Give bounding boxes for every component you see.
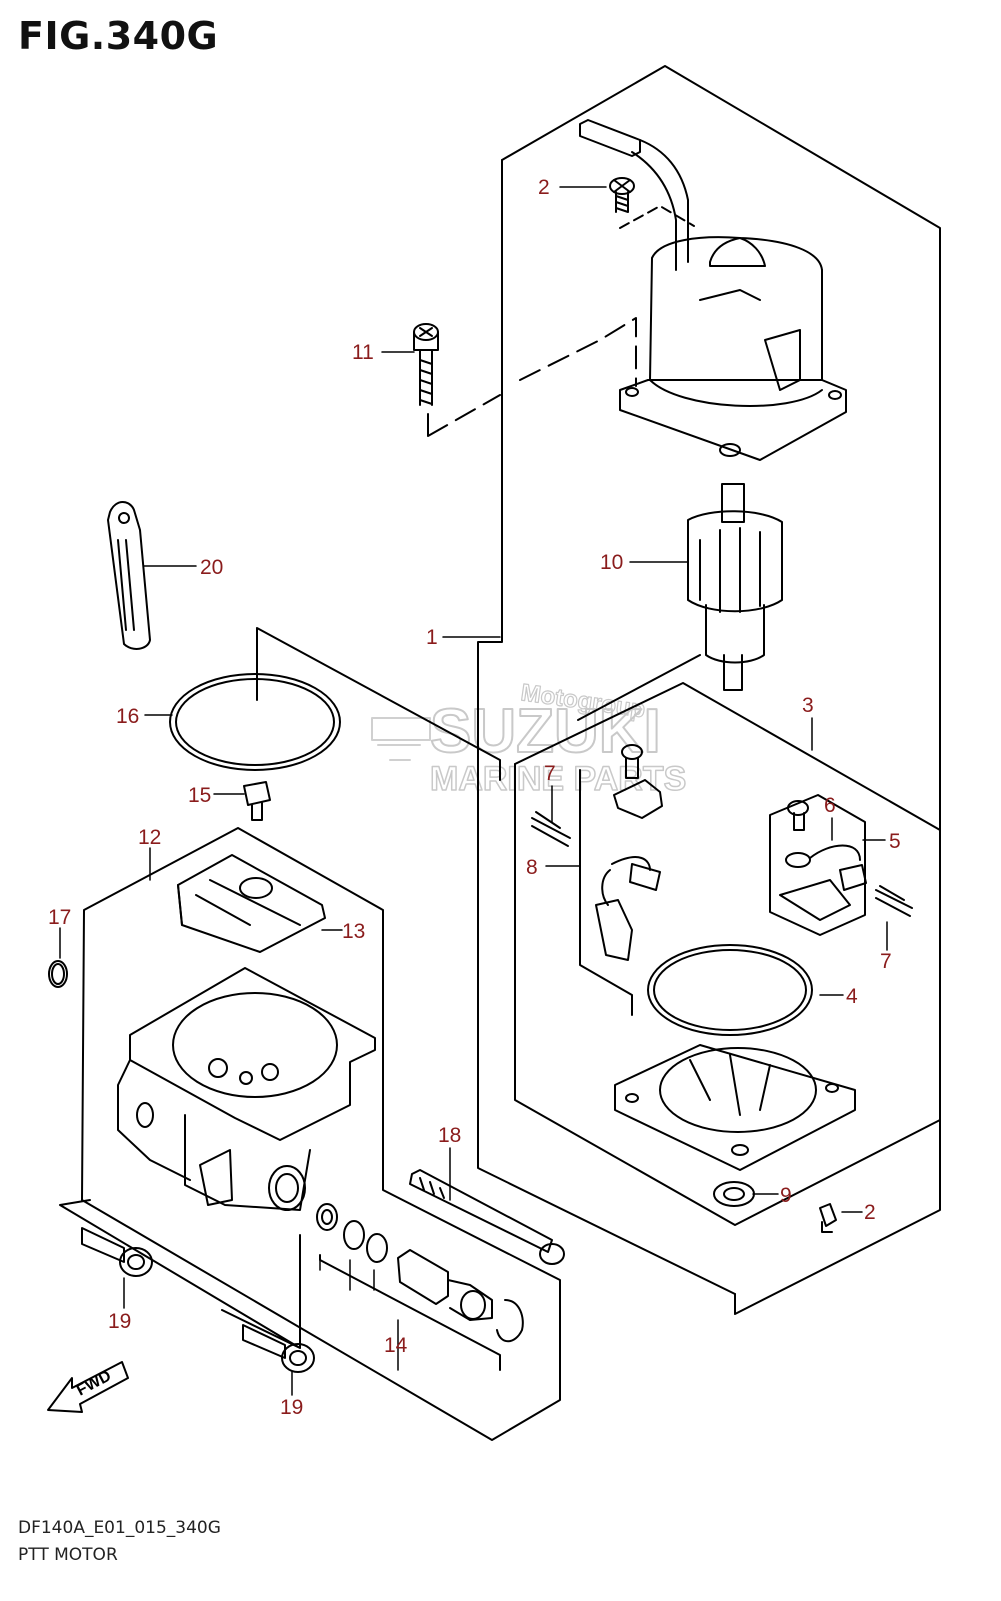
figure-title: FIG.340G bbox=[18, 14, 219, 58]
brush-holder-frame-top bbox=[514, 682, 941, 871]
part-end-plate bbox=[614, 1044, 856, 1171]
callout-19-bottom: 19 bbox=[280, 1396, 303, 1419]
callout-3: 3 bbox=[802, 694, 814, 717]
callout-16: 16 bbox=[116, 705, 139, 728]
callout-7-left: 7 bbox=[544, 762, 556, 785]
callout-17: 17 bbox=[48, 906, 71, 929]
part-oring-end-cap bbox=[647, 944, 813, 1036]
fwd-label: FWD bbox=[74, 1367, 114, 1399]
fwd-arrow-icon: FWD bbox=[47, 1361, 129, 1413]
part-flange-bolts bbox=[81, 1227, 315, 1373]
motor-assembly-frame bbox=[501, 65, 941, 1315]
screw-leader bbox=[427, 317, 637, 437]
watermark-logo-icon bbox=[371, 717, 431, 761]
callout-numbers: 2 1 3 4 5 6 7 7 8 9 10 11 12 13 14 15 16… bbox=[48, 176, 901, 1419]
part-brush-holder bbox=[531, 744, 913, 961]
seal-frame bbox=[319, 1254, 501, 1371]
oring-frame bbox=[256, 627, 501, 781]
part-oring-end-cap-inner bbox=[653, 949, 807, 1031]
part-reservoir-cover bbox=[177, 854, 326, 953]
part-screw-top bbox=[609, 177, 635, 213]
pump-body-frame bbox=[81, 827, 561, 1441]
callout-2-bottom: 2 bbox=[864, 1201, 876, 1224]
group-outlines bbox=[59, 65, 941, 1441]
screw-leader-top bbox=[619, 205, 695, 229]
callout-12: 12 bbox=[138, 826, 161, 849]
part-bushing-inner bbox=[723, 1187, 745, 1201]
callout-14: 14 bbox=[384, 1334, 408, 1357]
part-armature bbox=[687, 483, 783, 691]
part-oring-small bbox=[48, 960, 68, 988]
callout-2-top: 2 bbox=[538, 176, 550, 199]
watermark: Motogroup SUZUKI MARINE PARTS bbox=[371, 679, 687, 799]
callout-6: 6 bbox=[824, 794, 836, 817]
callout-19-left: 19 bbox=[108, 1310, 131, 1333]
part-bolt-11 bbox=[413, 323, 439, 406]
motor-assembly-frame-left bbox=[477, 159, 736, 1295]
callout-20: 20 bbox=[200, 556, 223, 579]
part-motor-housing bbox=[579, 119, 847, 461]
figure-code: DF140A_E01_015_340G bbox=[18, 1518, 221, 1538]
part-bushing bbox=[713, 1181, 755, 1207]
part-screw-bottom bbox=[819, 1203, 837, 1233]
brush-sub-frame bbox=[577, 654, 701, 1016]
callout-18: 18 bbox=[438, 1124, 461, 1147]
callout-15: 15 bbox=[188, 784, 211, 807]
figure-caption: PTT MOTOR bbox=[18, 1545, 118, 1565]
callout-4: 4 bbox=[846, 985, 858, 1008]
callout-9: 9 bbox=[780, 1184, 792, 1207]
bolt-frame bbox=[59, 1199, 301, 1349]
callout-8: 8 bbox=[526, 856, 538, 879]
callout-10: 10 bbox=[600, 551, 623, 574]
brush-holder-frame bbox=[514, 763, 941, 1226]
callout-11: 11 bbox=[352, 341, 374, 364]
part-oring-large bbox=[169, 673, 341, 771]
watermark-brand: SUZUKI bbox=[430, 697, 661, 766]
callout-13: 13 bbox=[342, 920, 365, 943]
part-clip bbox=[107, 501, 151, 650]
leader-lines bbox=[59, 186, 888, 1396]
callout-1: 1 bbox=[426, 626, 438, 649]
part-seals-valve bbox=[316, 1203, 524, 1343]
part-oring-large-inner bbox=[175, 678, 335, 766]
callout-5: 5 bbox=[889, 830, 901, 853]
callout-7-right: 7 bbox=[880, 950, 892, 973]
part-long-bolt bbox=[409, 1169, 565, 1265]
part-pump-body bbox=[117, 967, 376, 1211]
part-oring-small-inner bbox=[51, 963, 65, 985]
watermark-sub: MARINE PARTS bbox=[430, 760, 686, 798]
part-pin bbox=[243, 781, 271, 821]
